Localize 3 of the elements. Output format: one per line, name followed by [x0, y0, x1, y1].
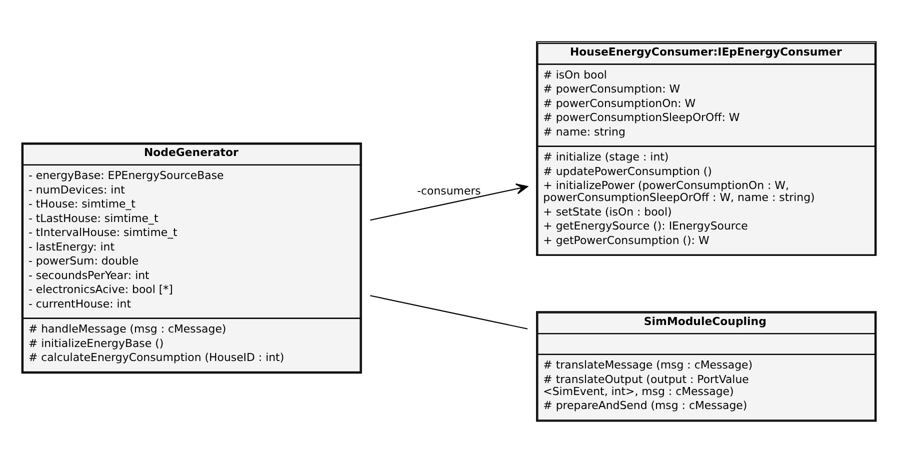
edge-label: -consumers: [417, 184, 481, 198]
arrow: [370, 183, 528, 221]
connector: [370, 295, 528, 330]
